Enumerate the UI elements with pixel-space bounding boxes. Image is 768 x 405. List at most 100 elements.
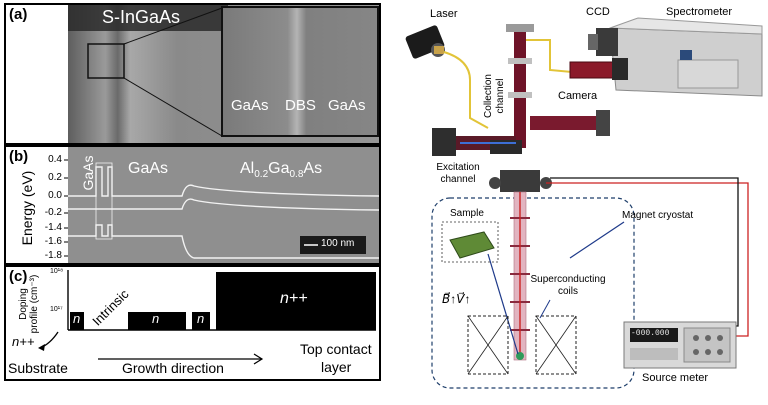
camera-body	[596, 110, 610, 136]
panel-a-inset	[221, 6, 379, 137]
label-ccd: CCD	[586, 6, 610, 18]
panel-a-title: S-InGaAs	[102, 7, 181, 27]
inset-label-gaas-right: GaAs	[328, 97, 366, 114]
panel-c-ylabel-line2: profile (cm⁻³)	[29, 272, 40, 336]
camera-arm	[530, 116, 600, 130]
substrate-npp: n++	[12, 334, 35, 349]
label-sample: Sample	[450, 208, 484, 219]
panel-a-zoom-box	[87, 43, 125, 79]
growth-arrowhead	[253, 353, 264, 365]
panel-b-algaas-label: Al0.2Ga0.8As	[240, 160, 322, 180]
top-contact-line2: layer	[321, 359, 352, 375]
laser-fiber	[443, 51, 489, 129]
label-spectrometer: Spectrometer	[666, 6, 733, 18]
algaas-sub-1: 0.2	[254, 169, 269, 181]
fermi-line	[68, 198, 380, 211]
panel-b-ylabel: Energy (eV)	[19, 170, 35, 246]
panel-b-ytick-5: -1.4	[44, 222, 62, 233]
algaas-prefix: Al	[240, 160, 255, 177]
substrate-arrowhead	[38, 344, 45, 351]
panel-c-ylabel-word: profile	[29, 306, 40, 334]
coils-pointer	[539, 299, 551, 319]
label-superconducting-1: Superconducting	[530, 274, 606, 285]
panel-b-yticks	[64, 159, 68, 257]
valence-band-line	[68, 224, 379, 259]
panel-b-ytick-4: -0.2	[44, 207, 62, 218]
panel-b-ytick-3: 0.0	[48, 190, 62, 201]
ccd-device	[569, 28, 628, 80]
region-n-2: n	[152, 311, 160, 326]
label-camera: Camera	[558, 90, 598, 102]
panel-a-label: (a)	[9, 6, 28, 23]
sample-inset-box	[441, 221, 499, 263]
doping-n-block-3	[192, 312, 210, 330]
label-source-meter: Source meter	[642, 372, 709, 384]
spectrometer-device	[609, 17, 763, 97]
growth-direction-label: Growth direction	[122, 360, 224, 376]
inset-label-dbs: DBS	[285, 97, 316, 114]
label-excitation-2: channel	[440, 174, 476, 185]
panel-c-tick-bottom: 10¹⁷	[50, 306, 63, 313]
conduction-band-line	[68, 166, 380, 197]
label-superconducting-2: coils	[557, 286, 578, 297]
left-figure: (a) S-InGaAs GaAs DBS GaAs (b) Energy (e…	[0, 0, 385, 400]
label-magnet-cryostat: Magnet cryostat	[622, 210, 694, 221]
meter-display: -000.000	[631, 329, 670, 338]
left-figure-svg	[4, 3, 381, 381]
region-npp: n++	[280, 290, 308, 307]
region-n-3: n	[197, 311, 205, 326]
panel-c-ylabel-unit: (cm⁻³)	[29, 274, 40, 304]
coil-right	[535, 315, 577, 375]
region-n-1: n	[73, 311, 81, 326]
tube-clamp-2	[508, 92, 532, 98]
coil-left-cross-2	[467, 315, 509, 375]
scalebar-bg	[300, 236, 366, 254]
sample-chip	[449, 231, 495, 259]
sample-stage	[516, 352, 524, 360]
doping-npp-block	[216, 272, 376, 330]
panel-b-ytick-2: 0.2	[48, 172, 62, 183]
coil-right-cross-2	[535, 315, 577, 375]
excitation-optics	[432, 128, 456, 156]
label-excitation: Excitation channel	[428, 162, 488, 186]
cryostat-port-left	[489, 177, 501, 189]
algaas-mid: Ga	[268, 160, 290, 177]
laser-device	[405, 25, 445, 59]
label-b-v: B⃗↑V⃗↑	[442, 292, 471, 306]
collection-fiber	[522, 39, 573, 73]
panel-c-label: (c)	[9, 268, 28, 285]
panel-b-ytick-7: -1.8	[44, 250, 62, 261]
wire-red	[546, 182, 749, 337]
label-superconducting: Superconducting coils	[528, 274, 608, 298]
tube-top-mount	[506, 24, 534, 32]
right-figure-svg	[405, 17, 763, 389]
label-collection: Collection channel	[483, 67, 507, 125]
label-laser: Laser	[430, 8, 458, 20]
sample-pointer-line	[487, 253, 519, 355]
panel-c-ylabel: Doping profile (cm⁻³)	[18, 272, 58, 336]
source-meter-device	[623, 321, 737, 369]
tube-clamp-1	[508, 58, 532, 64]
scalebar-label: 100 nm	[321, 238, 355, 249]
magnet-pointer-line	[569, 221, 625, 259]
panel-a-zoom-line-top	[123, 7, 223, 45]
panel-b-gaas-rotated: GaAs	[80, 155, 96, 191]
panel-b-gaas-label: GaAs	[128, 160, 169, 177]
dbs-outline	[95, 162, 113, 240]
panel-c-ylabel-line1: Doping	[18, 288, 29, 320]
algaas-sub-2: 0.8	[289, 169, 304, 181]
panel-a-title-bar	[68, 5, 228, 31]
inset-label-gaas-left: GaAs	[231, 97, 269, 114]
panel-b-ytick-1: 0.4	[48, 154, 62, 165]
right-figure: Laser CCD Spectrometer Collection channe…	[390, 0, 768, 400]
algaas-suffix: As	[303, 160, 323, 177]
collection-tube	[514, 28, 526, 148]
substrate-label: Substrate	[8, 360, 68, 376]
panel-c-tick-top: 10¹⁸	[50, 268, 64, 275]
cryostat-dashed-region	[431, 197, 635, 389]
label-excitation-1: Excitation	[436, 162, 480, 173]
top-contact-line1: Top contact	[300, 341, 372, 357]
cryostat-head	[500, 170, 540, 192]
doping-n-block-2	[128, 312, 186, 330]
panel-a-zoom-line-bottom	[123, 77, 223, 137]
